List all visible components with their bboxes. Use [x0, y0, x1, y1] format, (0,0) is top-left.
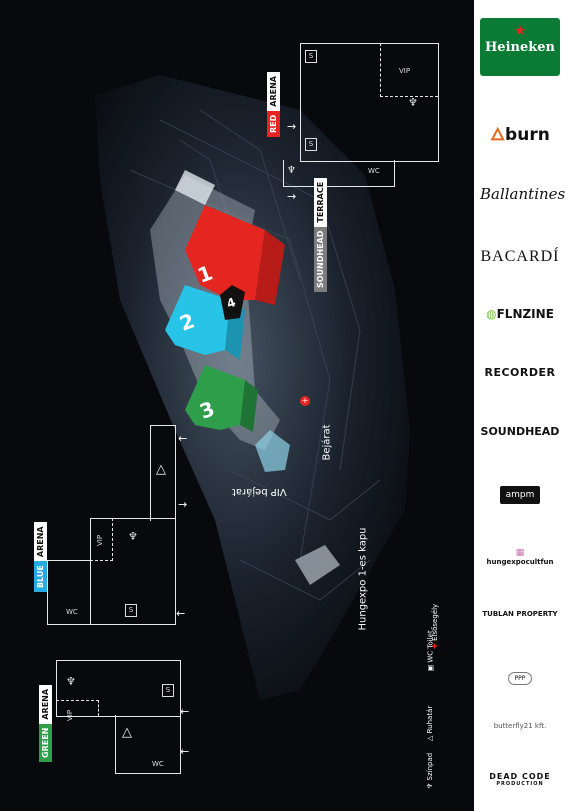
sponsor-logo-ppp: PPP	[480, 665, 560, 685]
red-arena-building	[185, 205, 265, 300]
blue-arena-stage-icon: ♆	[128, 530, 138, 543]
arrow-icon: ←	[178, 432, 188, 445]
legend-stage-icon: ♆	[426, 782, 434, 789]
blue-arena-wc: WC	[66, 608, 78, 616]
blue-arena-plan	[90, 518, 176, 625]
red-arena-plan	[300, 43, 439, 162]
blue-arena-vip-label: VIP	[96, 534, 104, 546]
red-arena-stage-marker: S	[305, 50, 317, 63]
terrace-building	[220, 285, 245, 320]
first-aid-icon: +	[300, 396, 310, 406]
gate-label: Hungexpo 1-es kapu	[357, 527, 369, 631]
red-arena-wc: WC	[368, 167, 380, 175]
sponsor-logo-flnzine: ◍FLNZINE	[486, 307, 554, 321]
sponsor-logo-hungexpo: ▦ hungexpocultfun	[480, 548, 560, 566]
legend-item-wc: WC	[426, 650, 435, 663]
hanger-icon: △	[156, 462, 166, 477]
legend-item-cloakroom: Ruhatár	[426, 705, 434, 734]
arrow-icon: →	[178, 498, 188, 511]
green-arena-vip-room	[56, 700, 99, 716]
blue-arena-building	[165, 285, 230, 355]
flnzine-icon: ◍	[486, 307, 497, 321]
green-arena-building	[185, 365, 245, 430]
red-arena-stage-marker-2: S	[305, 138, 317, 151]
entrance-label: Bejárat	[321, 424, 333, 461]
hungexpo-icon: ▦	[515, 548, 525, 558]
arrow-icon: ←	[180, 745, 190, 758]
red-arena-tag: REDARENA	[261, 72, 280, 137]
red-arena-vip-room	[380, 43, 438, 97]
entrance-block	[255, 430, 290, 472]
sponsor-logo-ampm: ampm	[480, 482, 560, 504]
blue-arena-stage-marker: S	[125, 604, 137, 617]
arrow-icon: →	[287, 120, 297, 133]
arrow-icon: ←	[180, 705, 190, 718]
sponsor-logo-recorder: RECORDER	[484, 366, 556, 379]
sponsor-logo-tublan: TUBLAN PROPERTY	[482, 610, 558, 618]
sponsor-logo-bacardi: BACARDÍ	[480, 248, 560, 265]
star-icon: ★	[513, 23, 527, 39]
sponsor-column: ★ Heineken 🜂burn Ballantines BACARDÍ ◍FL…	[474, 0, 566, 811]
blue-arena-plan-top	[150, 425, 176, 521]
blue-arena-vip-room	[90, 518, 113, 561]
sponsor-logo-butterfly: butterfly21 kft.	[493, 722, 547, 730]
map-graphic	[95, 75, 410, 700]
stage-icon: ♆	[408, 96, 418, 109]
legend-item-stage: Színpad	[426, 752, 434, 781]
sponsor-logo-ballantines: Ballantines	[480, 185, 566, 203]
green-arena-stage-marker: S	[162, 684, 174, 697]
gate-block	[295, 545, 340, 585]
blue-arena-plan-left	[47, 560, 91, 625]
terrace-stage-icon: ♆	[287, 165, 296, 176]
sponsor-logo-heineken: ★ Heineken	[480, 18, 560, 76]
venue-map: 1 2 3 4 VIP S S ♆ WC ♆ → → REDARENA SOUN…	[28, 43, 439, 789]
sponsor-logo-burn: 🜂burn	[490, 125, 550, 145]
green-arena-tag: GREENARENA	[33, 684, 52, 762]
green-arena-stage-icon: ♆	[66, 675, 76, 688]
vip-entrance-label: VIP bejárat	[232, 486, 287, 497]
green-arena-plan	[56, 660, 181, 717]
legend-item-toilet: Toilet	[426, 630, 435, 649]
red-arena-annex	[283, 160, 395, 187]
blue-arena-tag: BLUEARENA	[28, 522, 47, 592]
sponsor-logo-soundhead: SOUNDHEAD	[480, 425, 560, 438]
legend-wc-icon: ▣	[426, 664, 435, 672]
arrow-icon: ←	[176, 607, 186, 620]
red-arena-vip-label: VIP	[399, 67, 411, 75]
green-arena-plan-bottom	[115, 715, 181, 774]
green-arena-wc: WC	[152, 760, 164, 768]
green-arena-hanger-icon: △	[122, 725, 132, 740]
flame-icon: 🜂	[490, 125, 506, 145]
green-arena-vip-label: VIP	[66, 709, 74, 721]
terrace-tag: SOUNDHEADTERRACE	[308, 177, 327, 292]
arrow-icon: →	[287, 190, 297, 203]
sponsor-logo-deadcode: DEAD CODE PRODUCTION	[489, 772, 551, 787]
